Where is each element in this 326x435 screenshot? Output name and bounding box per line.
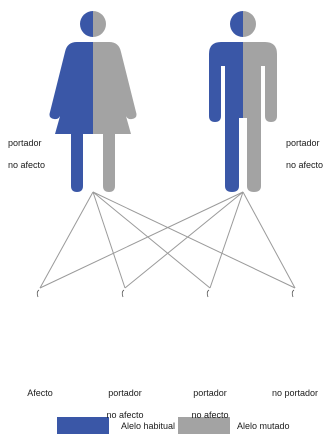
child3-label-line1: portador: [193, 388, 227, 398]
baby-figure-icon: [197, 289, 223, 353]
child2-label-line1: portador: [108, 388, 142, 398]
child1-label: Afecto: [10, 377, 70, 410]
inheritance-lines: [39, 191, 296, 289]
line-father-child1: [39, 191, 244, 289]
baby-figure-icon: [282, 289, 308, 353]
child3-label-line2: no afecto: [191, 410, 229, 420]
female-figure-icon: [49, 11, 137, 192]
child2-label: portador no afecto: [90, 377, 160, 432]
baby-figure-icon: [27, 289, 53, 353]
child4-label: no portador: [264, 377, 326, 410]
child1-label-text: Afecto: [27, 388, 53, 398]
mother-label: portador no afecto: [8, 127, 45, 182]
legend-label-mutado: Alelo mutado: [237, 421, 290, 431]
baby-figure-icon: [112, 289, 138, 353]
child4-label-text: no portador: [271, 388, 319, 398]
mother-label-line1: portador: [8, 138, 42, 148]
father-label: portador no afecto: [286, 127, 323, 182]
line-mother-child1: [39, 191, 94, 289]
line-mother-child3: [92, 191, 211, 289]
father-label-line2: no afecto: [286, 160, 324, 170]
line-father-child4: [242, 191, 296, 289]
legend-label-habitual: Alelo habitual: [121, 421, 176, 431]
child3-label: portador no afecto: [175, 377, 245, 432]
line-mother-child2: [92, 191, 126, 289]
legend-swatch-habitual: [57, 417, 109, 434]
mother-label-line2: no afecto: [8, 160, 46, 170]
male-figure-icon: [209, 11, 277, 192]
line-father-child3: [209, 191, 244, 289]
line-mother-child4: [92, 191, 296, 289]
line-father-child2: [124, 191, 244, 289]
children-row: [27, 289, 308, 353]
child2-label-line2: no afecto: [106, 410, 144, 420]
legend-swatch-mutado: [178, 417, 230, 434]
father-label-line1: portador: [286, 138, 320, 148]
